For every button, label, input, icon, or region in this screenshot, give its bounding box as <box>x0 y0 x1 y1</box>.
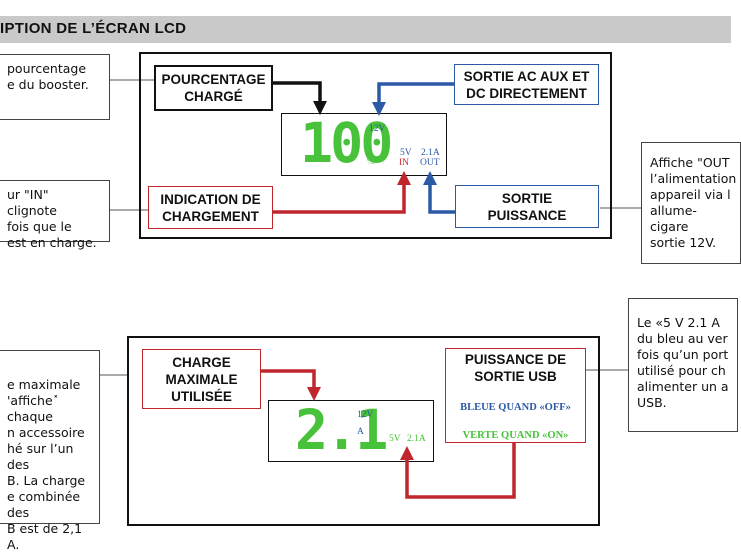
arrow-max-charge <box>261 369 321 401</box>
label-charged-percentage: POURCENTAGE CHARGÉ <box>154 65 273 111</box>
label-power-output: SORTIE PUISSANCE <box>455 185 599 228</box>
lcd-1-5v-indicator: 5V <box>400 148 412 158</box>
lcd-panel-frame-2 <box>127 336 600 526</box>
note-usb-5v: Le «5 V 2.1 A du bleu au ver fois qu’un … <box>628 298 738 432</box>
note-percentage: pourcentage e du booster. <box>0 54 110 120</box>
label-usb-output-power: PUISSANCE DE SORTIE USB <box>447 350 584 386</box>
note-in-blink: ur "IN" clignote fois que le est en char… <box>0 180 110 250</box>
arrow-overlay <box>261 81 516 499</box>
arrow-charging <box>273 171 411 214</box>
note-max-charge: e maximale 'affiche˟ chaque n accessoire… <box>0 350 100 552</box>
lcd-panel-frame-1 <box>139 52 612 239</box>
lcd-1-2-1a-indicator: 2.1A <box>421 148 440 158</box>
lcd-1-12v-indicator: 12V <box>369 124 386 134</box>
lcd-2-5v-indicator: 5V <box>389 434 401 444</box>
lcd-screen-1 <box>281 113 447 176</box>
lcd-1-out-indicator: OUT <box>420 158 440 168</box>
section-header-bar <box>0 16 731 43</box>
label-ac-dc-output: SORTIE AC AUX ET DC DIRECTEMENT <box>454 64 599 105</box>
usb-green-when-on: VERTE QUAND «ON» <box>462 430 569 441</box>
arrow-percentage <box>273 81 327 115</box>
arrow-power-output <box>423 171 455 214</box>
lcd-2-12v-indicator: 12V <box>357 410 374 420</box>
lcd-2-2-1a-indicator: 2.1A <box>407 434 426 444</box>
label-charging-indication: INDICATION DE CHARGEMENT <box>148 186 273 229</box>
usb-blue-when-off: BLEUE QUAND «OFF» <box>460 402 571 413</box>
arrow-usb <box>400 443 516 499</box>
section-title: IPTION DE L’ÉCRAN LCD <box>0 20 187 37</box>
lcd-1-percent-sign: % <box>367 157 375 167</box>
lcd-2-a-indicator: A <box>357 427 364 437</box>
label-max-charge-used: CHARGE MAXIMALE UTILISÉE <box>142 349 261 409</box>
lcd-2-max-charge-digits: 2.1 <box>295 398 388 462</box>
connector-lines <box>100 79 641 376</box>
lcd-1-in-indicator: IN <box>399 158 410 168</box>
arrow-ac-dc <box>372 82 454 116</box>
note-out-12v: Affiche "OUT l’alimentation appareil via… <box>641 142 741 264</box>
lcd-1-percentage-digits: 100 <box>300 111 393 175</box>
